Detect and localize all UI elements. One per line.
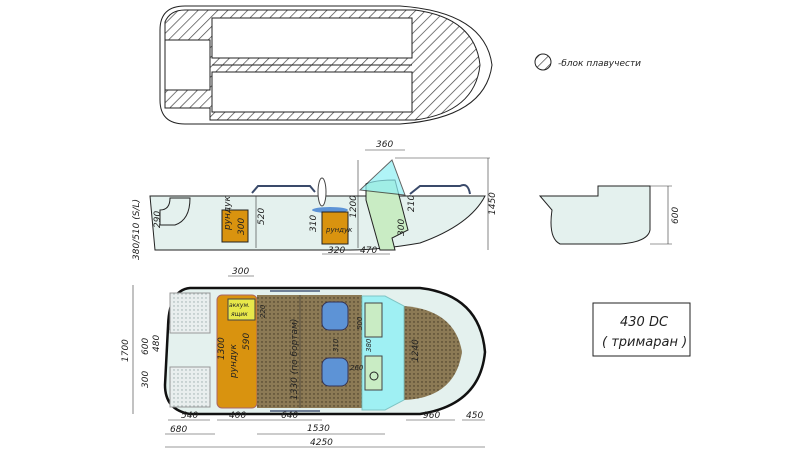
dim-label: 470 <box>360 246 377 256</box>
dim-label: 540 <box>181 411 198 421</box>
dim-label: 600 <box>671 207 681 224</box>
dim-label: 1200 <box>349 195 359 218</box>
dim-label: 1300 <box>217 337 227 360</box>
dim-label: 600 <box>141 338 151 355</box>
dim-label: 450 <box>466 411 483 421</box>
dim-label: 680 <box>170 425 187 435</box>
dim-label: 480 <box>152 335 162 352</box>
dim-label: 300 <box>141 371 151 388</box>
dim-label: 300 <box>232 267 249 277</box>
dim-label: 220 <box>259 304 267 318</box>
model-name: 430 DC <box>620 315 669 330</box>
dim-label: 320 <box>328 246 345 256</box>
dim-label: 300 <box>397 219 407 236</box>
dim-label: 260 <box>350 364 364 372</box>
side-locker-label: рундук <box>223 196 233 231</box>
dim-label: 400 <box>229 411 246 421</box>
dim-label: 4250 <box>310 438 333 448</box>
battery-label-2: ящик <box>231 311 248 318</box>
dim-label: 1450 <box>488 192 498 215</box>
dim-label: 1530 <box>307 424 330 434</box>
dim-label: 1240 <box>411 339 421 362</box>
seat <box>321 357 349 387</box>
dim-label: 210 <box>407 195 417 212</box>
seat <box>321 301 349 331</box>
dim-label: 310 <box>332 338 340 352</box>
flotation-plan-view <box>159 5 493 125</box>
model-type: ( тримаран ) <box>602 335 687 350</box>
dim-label: 500 <box>356 316 364 330</box>
dim-label: 1700 <box>121 339 131 362</box>
side-locker2-label: рундук <box>325 226 353 234</box>
legend: -блок плавучести <box>534 53 641 71</box>
model-label-box: 430 DC ( тримаран ) <box>592 302 691 357</box>
dim-label: 520 <box>257 208 267 225</box>
dim-label: 960 <box>423 411 440 421</box>
dim-label: 380/510 (S/L) <box>132 199 142 260</box>
dim-label: 380 <box>365 338 373 352</box>
dim-label: 360 <box>376 140 393 150</box>
side-view: рундук рундук 360 1450 290 380/510 (S/L)… <box>132 140 498 260</box>
plan-locker-label: рундук <box>229 344 239 379</box>
section-view: 600 <box>538 185 681 245</box>
battery-box <box>227 298 256 321</box>
legend-label: -блок плавучести <box>558 59 641 69</box>
dim-label: 640 <box>281 411 298 421</box>
dim-label: 300 <box>237 218 247 235</box>
steering-wheel-icon <box>369 371 379 381</box>
dim-label: 290 <box>153 211 163 228</box>
dim-label: 1330 (по бортам) <box>290 319 300 400</box>
deck-plan-view: аккум. ящик рундук 300 1700 600 480 300 … <box>121 267 487 448</box>
battery-label-1: аккум. <box>229 302 250 309</box>
hatch-circle-icon <box>534 53 552 71</box>
dim-label: 590 <box>242 333 252 350</box>
dim-label: 310 <box>309 215 319 232</box>
